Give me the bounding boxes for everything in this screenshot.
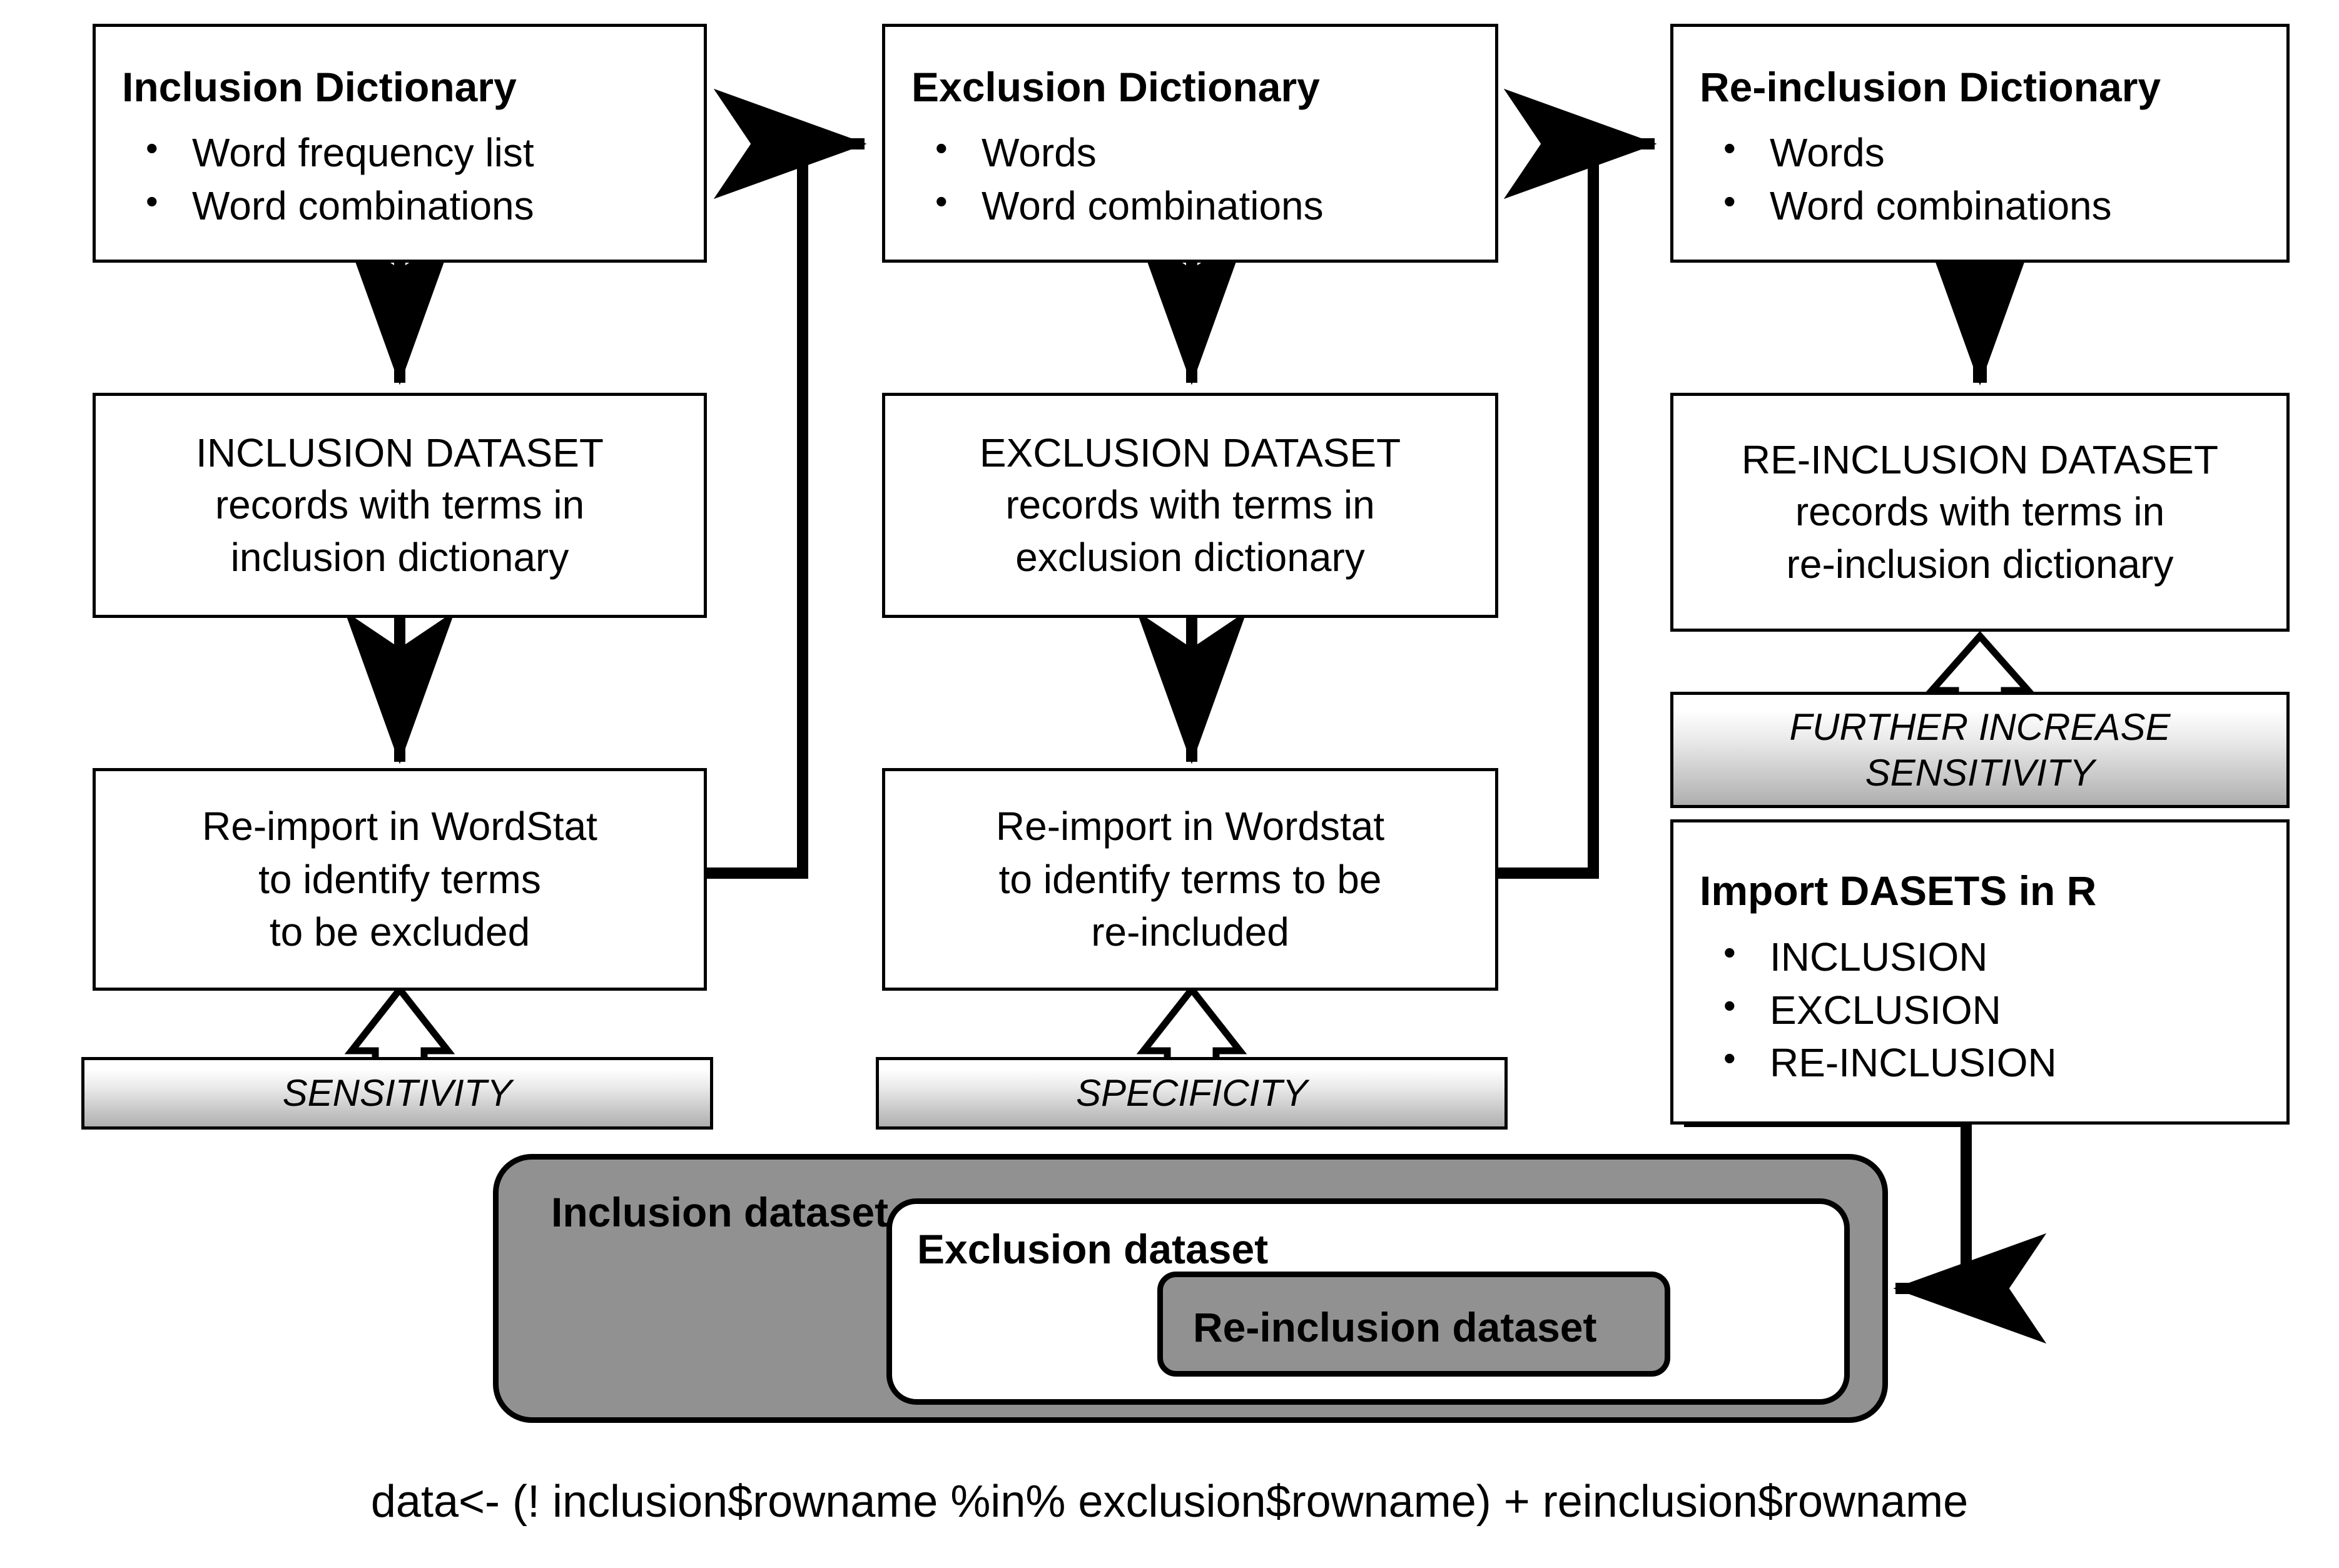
list-item: RE-INCLUSION xyxy=(1720,1035,2286,1089)
exclusion-dictionary-box[interactable]: Exclusion Dictionary Words Word combinat… xyxy=(882,24,1498,263)
exclusion-dataset-heading: EXCLUSION DATASET xyxy=(979,430,1401,476)
exclusion-dictionary-title: Exclusion Dictionary xyxy=(911,63,1320,110)
connector-inclusion-reimport-to-exclusion-dict xyxy=(707,88,867,879)
venn-reinclusion-dataset-label: Re-inclusion dataset xyxy=(1193,1304,1597,1350)
list-item: Word frequency list xyxy=(142,125,704,179)
list-item: Word combinations xyxy=(1720,178,2286,232)
inclusion-dictionary-list: Word frequency list Word combinations xyxy=(96,125,704,232)
exclusion-reimport-line-3: re-included xyxy=(1091,909,1289,955)
specificity-metric-bar[interactable]: SPECIFICITY xyxy=(876,1057,1508,1130)
list-item: Words xyxy=(1720,125,2286,179)
inclusion-dataset-line-2: records with terms in xyxy=(215,482,585,528)
venn-inclusion-dataset[interactable]: Inclusion dataset Exclusion dataset Re-i… xyxy=(493,1154,1888,1423)
exclusion-reimport-line-2: to identify terms to be xyxy=(998,856,1382,902)
list-item: Words xyxy=(931,125,1495,179)
connector-exclusion-reimport-to-reinclusion-dict xyxy=(1498,88,1657,879)
import-datasets-in-r-box[interactable]: Import DASETS in R INCLUSION EXCLUSION R… xyxy=(1670,819,2290,1125)
inclusion-dictionary-box[interactable]: Inclusion Dictionary Word frequency list… xyxy=(93,24,707,263)
exclusion-dictionary-list: Words Word combinations xyxy=(885,125,1495,232)
venn-exclusion-dataset-label: Exclusion dataset xyxy=(917,1226,1269,1272)
list-item: Word combinations xyxy=(142,178,704,232)
venn-reinclusion-dataset[interactable]: Re-inclusion dataset xyxy=(1157,1272,1670,1377)
list-item: Word combinations xyxy=(931,178,1495,232)
reinclusion-dictionary-list: Words Word combinations xyxy=(1673,125,2286,232)
import-datasets-in-r-list: INCLUSION EXCLUSION RE-INCLUSION xyxy=(1673,929,2286,1089)
reinclusion-dataset-line-3: re-inclusion dictionary xyxy=(1786,541,2174,587)
inclusion-dictionary-title: Inclusion Dictionary xyxy=(122,63,517,110)
reinclusion-dictionary-title: Re-inclusion Dictionary xyxy=(1700,63,2161,110)
r-code-expression: data<- (! inclusion$rowname %in% exclusi… xyxy=(370,1477,1969,1527)
import-datasets-in-r-title: Import DASETS in R xyxy=(1700,867,2097,914)
sensitivity-metric-bar[interactable]: SENSITIVITY xyxy=(81,1057,713,1130)
exclusion-dataset-box[interactable]: EXCLUSION DATASET records with terms in … xyxy=(882,393,1498,618)
reinclusion-dataset-line-2: records with terms in xyxy=(1795,489,2165,535)
further-increase-sensitivity-line-2: SENSITIVITY xyxy=(1865,752,2095,794)
sensitivity-label: SENSITIVITY xyxy=(282,1072,512,1115)
inclusion-reimport-line-3: to be excluded xyxy=(269,909,530,955)
exclusion-dataset-line-2: records with terms in xyxy=(1005,482,1375,528)
inclusion-reimport-line-1: Re-import in WordStat xyxy=(202,804,597,849)
exclusion-reimport-box[interactable]: Re-import in Wordstat to identify terms … xyxy=(882,768,1498,991)
reinclusion-dataset-box[interactable]: RE-INCLUSION DATASET records with terms … xyxy=(1670,393,2290,632)
reinclusion-dictionary-box[interactable]: Re-inclusion Dictionary Words Word combi… xyxy=(1670,24,2290,263)
specificity-label: SPECIFICITY xyxy=(1075,1072,1308,1115)
further-increase-sensitivity-bar[interactable]: FURTHER INCREASE SENSITIVITY xyxy=(1670,692,2290,808)
inclusion-reimport-line-2: to identify terms xyxy=(258,856,541,902)
list-item: EXCLUSION xyxy=(1720,983,2286,1036)
inclusion-dataset-heading: INCLUSION DATASET xyxy=(196,430,604,476)
venn-inclusion-dataset-label: Inclusion dataset xyxy=(551,1189,889,1235)
exclusion-reimport-line-1: Re-import in Wordstat xyxy=(995,804,1385,849)
reinclusion-dataset-heading: RE-INCLUSION DATASET xyxy=(1741,437,2219,483)
inclusion-reimport-box[interactable]: Re-import in WordStat to identify terms … xyxy=(93,768,707,991)
list-item: INCLUSION xyxy=(1720,929,2286,983)
inclusion-dataset-line-3: inclusion dictionary xyxy=(230,534,569,580)
further-increase-sensitivity-line-1: FURTHER INCREASE xyxy=(1789,706,2171,748)
inclusion-dataset-box[interactable]: INCLUSION DATASET records with terms in … xyxy=(93,393,707,618)
exclusion-dataset-line-3: exclusion dictionary xyxy=(1015,534,1365,580)
venn-exclusion-dataset[interactable]: Exclusion dataset Re-inclusion dataset xyxy=(886,1198,1850,1405)
